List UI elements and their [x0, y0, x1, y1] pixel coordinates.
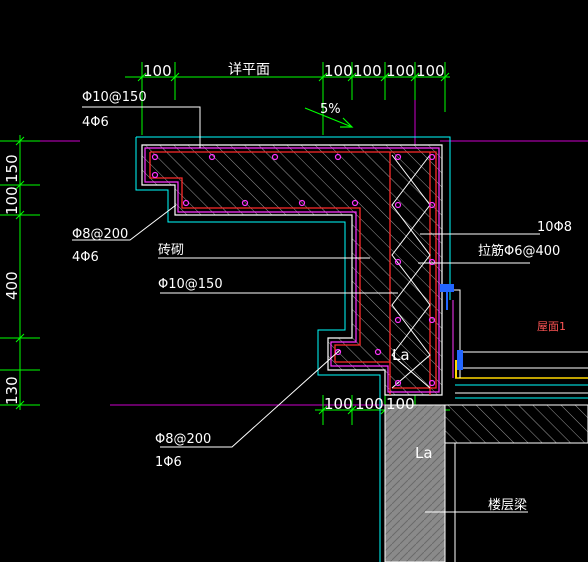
- roof-layers: [448, 289, 588, 399]
- bottom-dim-2: 100: [355, 395, 384, 413]
- rebar-lines: [149, 151, 437, 395]
- left-dim-2: 100: [3, 186, 21, 215]
- la-label-upper: La: [392, 346, 410, 364]
- top-dim-1: 100: [143, 62, 172, 80]
- guide-lines: [0, 70, 588, 562]
- leader-lines: [72, 106, 540, 513]
- stirrup-outline: [144, 147, 440, 393]
- top-dim-2: 详平面: [228, 62, 270, 78]
- la-label-lower: La: [415, 444, 433, 462]
- bottom-dim-1: 100: [324, 395, 353, 413]
- mid-rebar-count: 4Φ6: [72, 250, 99, 265]
- tie-bar-label: 拉筋Φ6@400: [478, 243, 560, 259]
- cap-rebar-count: 4Φ6: [82, 115, 109, 130]
- left-dim-3: 400: [3, 271, 21, 300]
- floor-beam-label: 楼层梁: [488, 498, 527, 513]
- top-dim-3: 100: [324, 62, 353, 80]
- bottom-dim-3: 100: [386, 395, 415, 413]
- left-dim-4: 130: [3, 376, 21, 405]
- top-dim-5: 100: [386, 62, 415, 80]
- right-rebar-count: 10Φ8: [537, 220, 572, 235]
- top-dimension: [125, 62, 450, 135]
- top-dim-4: 100: [353, 62, 382, 80]
- left-dimension: [0, 135, 40, 410]
- wall-rebar-label: Φ10@150: [158, 277, 223, 292]
- masonry-label: 砖砌: [158, 243, 184, 258]
- bottom-rebar-spacing: Φ8@200: [155, 432, 211, 447]
- roof-label: 屋面1: [537, 320, 566, 333]
- slope-arrow: [304, 107, 354, 128]
- top-dim-6: 100: [416, 62, 445, 80]
- drain-icon: [440, 284, 463, 370]
- waterproof-outline: [135, 136, 451, 562]
- bottom-rebar-count: 1Φ6: [155, 455, 182, 470]
- floor-beam-block: [384, 404, 588, 562]
- left-dim-1: 150: [3, 154, 21, 183]
- mid-rebar-spacing: Φ8@200: [72, 227, 128, 242]
- slope-label: 5%: [320, 102, 341, 117]
- rebar-dots: [151, 153, 436, 387]
- tie-bars: [391, 154, 431, 389]
- cap-rebar-spacing: Φ10@150: [82, 90, 147, 105]
